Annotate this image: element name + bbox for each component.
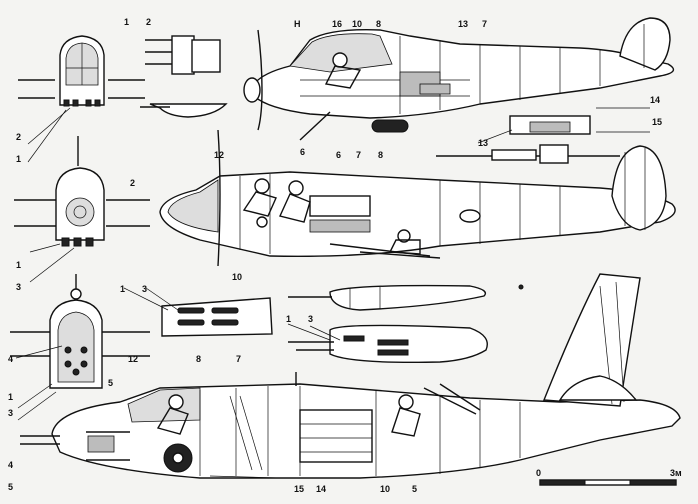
callout-bot-side-8: 8 [196, 354, 201, 364]
callout-mid-side-6: 6 [336, 150, 341, 160]
callout-top-side-10: 10 [352, 19, 362, 29]
callout-bot-nose-4: 4 [8, 460, 13, 470]
scale-bar-end: 3м [670, 468, 682, 478]
callout-bot-front-5: 5 [108, 378, 113, 388]
callout-pod-3: 3 [308, 314, 313, 324]
callout-bot-front-4: 4 [8, 354, 13, 364]
callout-bot-side-14: 14 [316, 484, 326, 494]
gun-tray-detail [123, 287, 273, 337]
callout-bot-nose-5: 5 [8, 482, 13, 492]
top-side-cutaway [243, 17, 675, 141]
callout-mid-side-8: 8 [378, 150, 383, 160]
callout-pod-1: 1 [286, 314, 291, 324]
callout-mid-side-12: 12 [214, 150, 224, 160]
gun-mount-detail [436, 107, 650, 164]
callout-top-detail-2: 2 [146, 17, 151, 27]
callout-labels: 2 1 1 2 H 16 10 8 13 7 6 13 14 15 2 1 3 … [8, 17, 682, 494]
callout-top-front-2: 2 [16, 132, 21, 142]
callout-top-side-8: 8 [376, 19, 381, 29]
callout-mid-front-1: 1 [16, 260, 21, 270]
bot-front-view [10, 274, 150, 421]
scale-bar [539, 479, 677, 486]
callout-mid-side-7: 7 [356, 150, 361, 160]
callout-gun-15: 15 [652, 117, 662, 127]
callout-bot-side-15: 15 [294, 484, 304, 494]
callout-tray-3: 3 [142, 284, 147, 294]
callout-top-side-16: 16 [332, 19, 342, 29]
callout-top-detail-1: 1 [124, 17, 129, 27]
callout-bot-side-5: 5 [412, 484, 417, 494]
callout-bot-front-3: 3 [8, 408, 13, 418]
mid-front-view [14, 136, 150, 283]
callout-top-side-13: 13 [458, 19, 468, 29]
callout-mid-side-10: 10 [232, 272, 242, 282]
gun-pod-detail [287, 284, 524, 364]
callout-top-side-6: 6 [300, 147, 305, 157]
mid-side-cutaway [159, 129, 676, 267]
callout-top-side-h: H [294, 19, 301, 29]
callout-mid-front-2: 2 [130, 178, 135, 188]
bot-side-cutaway [20, 273, 681, 479]
callout-bot-side-10: 10 [380, 484, 390, 494]
callout-bot-side-7: 7 [236, 354, 241, 364]
callout-mid-front-3: 3 [16, 282, 21, 292]
callout-gun-14: 14 [650, 95, 660, 105]
callout-top-side-7: 7 [482, 19, 487, 29]
callout-top-front-1: 1 [16, 154, 21, 164]
callout-bot-front-1: 1 [8, 392, 13, 402]
top-gun-pack-detail [140, 35, 228, 118]
callout-bot-side-12: 12 [128, 354, 138, 364]
top-front-view [18, 35, 145, 163]
scale-bar-start: 0 [536, 468, 541, 478]
callout-tray-1: 1 [120, 284, 125, 294]
callout-gun-13: 13 [478, 138, 488, 148]
